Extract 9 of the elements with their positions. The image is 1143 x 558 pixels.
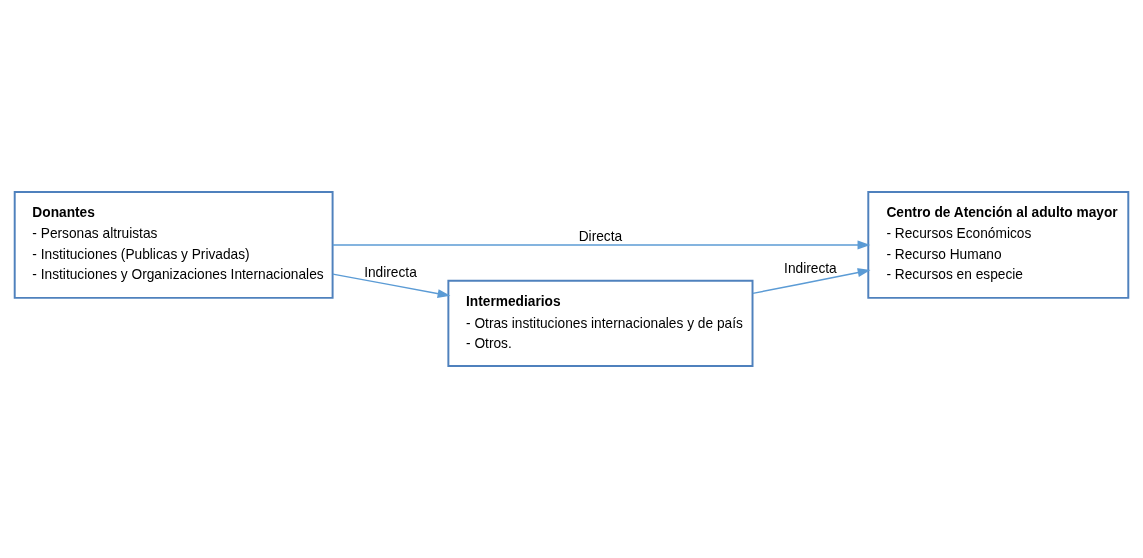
edge-label: Indirecta: [784, 260, 837, 276]
arrow: [332, 240, 871, 250]
node-box: Centro de Atención al adulto mayor - Recursos Económicos - Recurso Humano - Recursos en especie: [867, 190, 1130, 299]
edge-label: Directa: [578, 229, 623, 245]
arrow: [332, 273, 451, 298]
node-box: Intermediarios - Otras instituciones internacionales y de país - Otros.: [447, 279, 754, 368]
node-box: Donantes - Personas altruistas - Instituciones (Publicas y Privadas) - Instituciones y Organizaciones Internacionales: [13, 190, 334, 299]
edge-label: Indirecta: [364, 265, 417, 281]
arrow: [752, 268, 871, 295]
